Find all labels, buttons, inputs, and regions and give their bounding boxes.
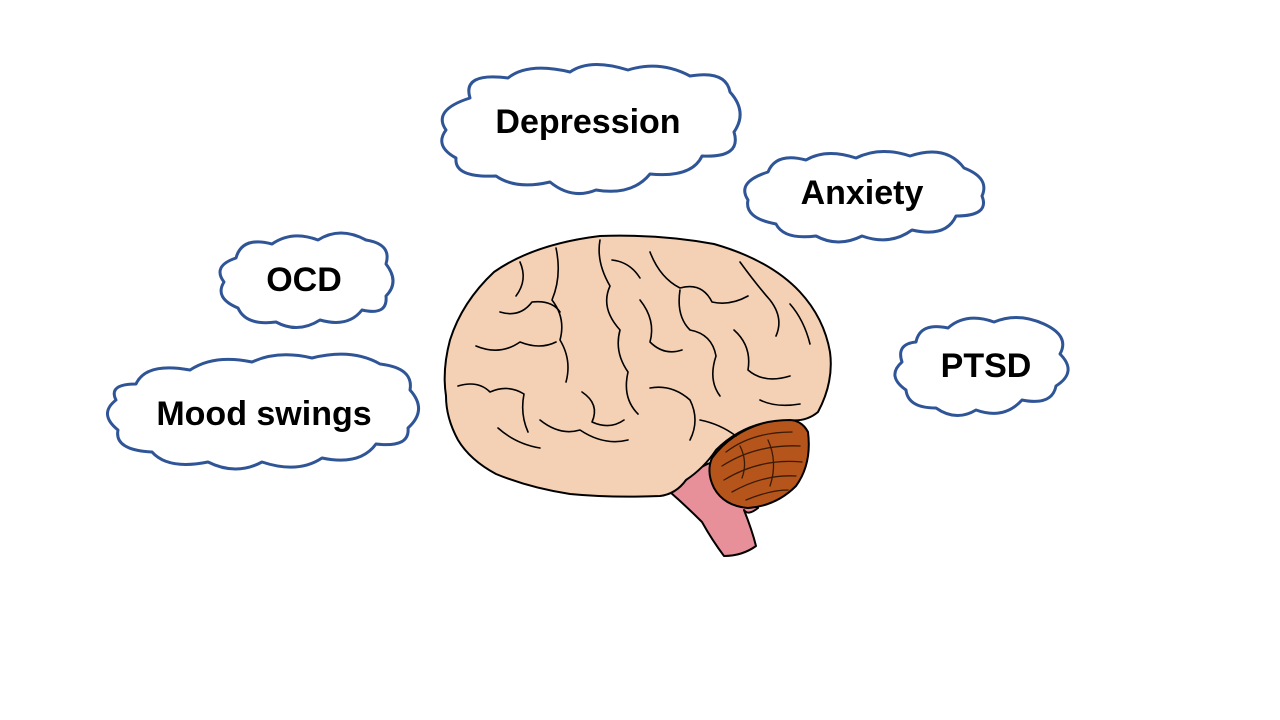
cloud-ptsd: PTSD (893, 316, 1070, 417)
cloud-ocd-shape (218, 231, 395, 329)
cloud-ocd: OCD (218, 231, 395, 329)
cloud-anxiety-shape (743, 150, 986, 244)
cloud-anxiety-label: Anxiety (801, 174, 924, 212)
cerebrum-sulci (457, 239, 811, 449)
cloud-mood-swings-label: Mood swings (156, 395, 371, 433)
cloud-ptsd-label: PTSD (941, 347, 1032, 385)
cloud-ocd-label: OCD (266, 261, 342, 299)
cloud-mood-swings-shape (106, 352, 420, 471)
cloud-depression-label: Depression (495, 103, 680, 141)
brain-illustration (443, 234, 832, 557)
cloud-anxiety: Anxiety (743, 150, 986, 244)
cloud-depression-shape (440, 63, 742, 196)
cerebellum-folia (721, 431, 803, 501)
cloud-ptsd-shape (893, 316, 1070, 417)
cloud-mood-swings: Mood swings (106, 352, 420, 471)
cloud-depression: Depression (440, 63, 742, 196)
